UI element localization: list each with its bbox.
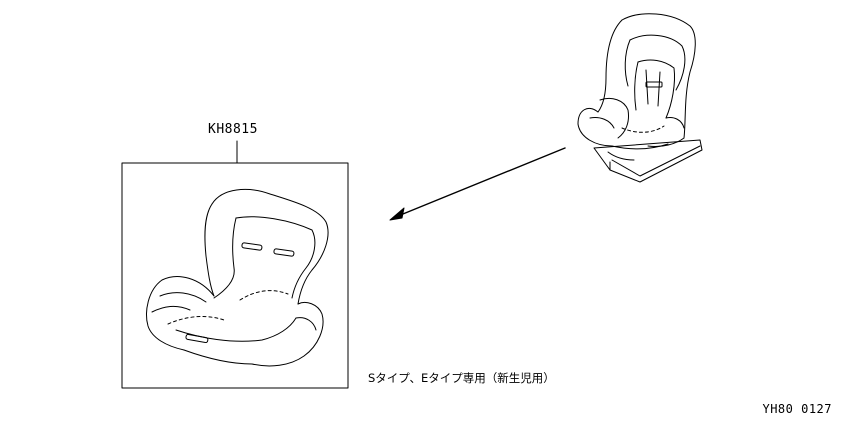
pointer-arrow: [389, 147, 566, 221]
infant-insert-cushion: [146, 188, 329, 367]
reference-code: YH80 0127: [762, 402, 832, 416]
child-car-seat: [577, 13, 703, 183]
usage-note: Sタイプ、Eタイプ専用（新生児用）: [368, 371, 555, 385]
detail-box: [121, 162, 349, 389]
part-number-label: KH8815: [208, 122, 258, 137]
